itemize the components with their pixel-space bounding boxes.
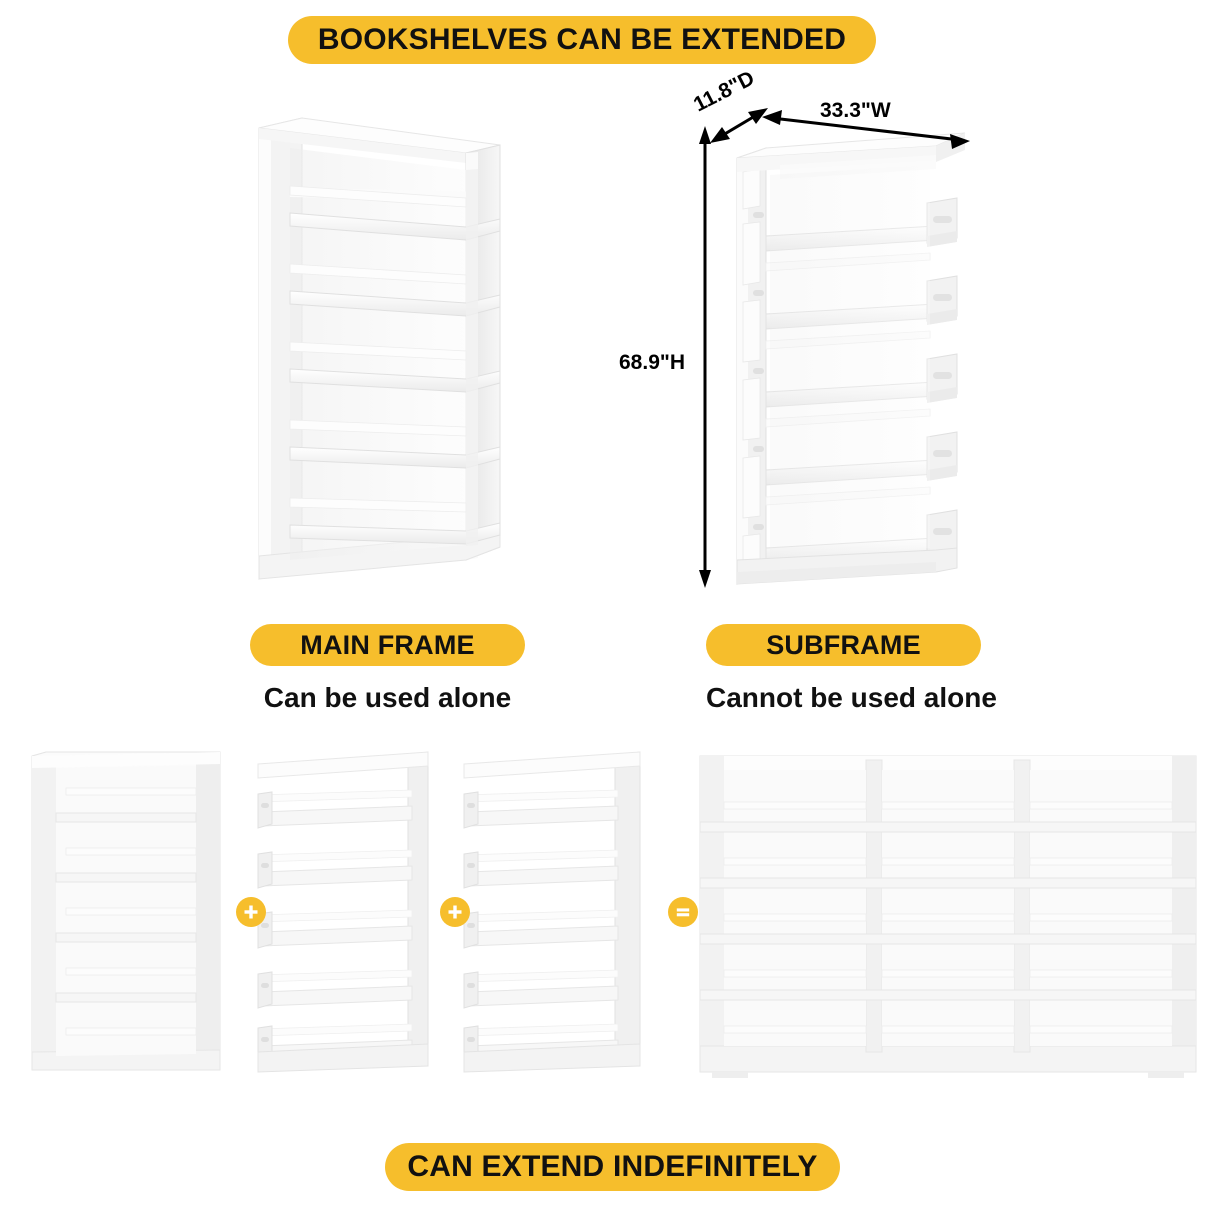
mounting-bracket bbox=[926, 275, 958, 325]
main-frame-illustration bbox=[258, 117, 501, 580]
header-title-badge: BOOKSHELVES CAN BE EXTENDED bbox=[288, 16, 876, 64]
depth-dimension-label: 11.8"D bbox=[690, 66, 759, 117]
subframe-badge: SUBFRAME bbox=[706, 624, 981, 666]
main-frame-badge-text: MAIN FRAME bbox=[300, 629, 475, 660]
equation-term-subframe-2 bbox=[463, 751, 641, 1073]
main-frame-caption: Can be used alone bbox=[263, 682, 512, 713]
subframe-badge-text: SUBFRAME bbox=[766, 629, 921, 660]
depth-arrow-head-upper bbox=[748, 108, 768, 124]
subframe-caption: Cannot be used alone bbox=[706, 682, 997, 713]
mounting-bracket bbox=[926, 353, 958, 403]
height-arrow-head-bottom bbox=[699, 570, 711, 588]
depth-arrow-head-lower bbox=[710, 127, 730, 143]
main-frame-badge: MAIN FRAME bbox=[250, 624, 525, 666]
footer-title-text: CAN EXTEND INDEFINITELY bbox=[407, 1150, 818, 1183]
depth-arrow-line bbox=[717, 111, 761, 140]
mounting-bracket bbox=[926, 431, 958, 481]
height-dimension-label: 68.9"H bbox=[619, 351, 685, 374]
width-dimension-label: 33.3"W bbox=[820, 99, 891, 122]
equals-icon bbox=[668, 897, 698, 927]
subframe-illustration bbox=[736, 132, 966, 586]
equation-term-subframe-1 bbox=[257, 751, 429, 1073]
mounting-bracket bbox=[926, 197, 958, 247]
height-arrow-head-top bbox=[699, 126, 711, 144]
plus-icon bbox=[236, 897, 266, 927]
equation-term-main-frame bbox=[31, 751, 221, 1071]
footer-title-badge: CAN EXTEND INDEFINITELY bbox=[385, 1143, 840, 1191]
mounting-bracket bbox=[926, 509, 958, 556]
width-arrow-head-right bbox=[950, 134, 970, 149]
subframe-slot-holes bbox=[753, 212, 764, 530]
equation-result-combined bbox=[699, 755, 1197, 1078]
dimension-arrows bbox=[699, 108, 970, 588]
width-arrow-head-left bbox=[762, 110, 782, 125]
plus-icon bbox=[440, 897, 470, 927]
header-title-text: BOOKSHELVES CAN BE EXTENDED bbox=[317, 23, 847, 56]
